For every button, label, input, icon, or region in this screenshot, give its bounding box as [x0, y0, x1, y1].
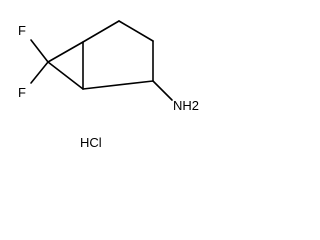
fluorine-top-label: F: [18, 23, 26, 38]
hydrochloride-label: HCl: [80, 135, 102, 150]
bond-c1-c2: [82, 20, 120, 43]
chemical-structure: F F NH2 HCl: [18, 20, 199, 150]
fluorine-bottom-label: F: [18, 85, 26, 100]
bond-c4-n: [152, 80, 173, 101]
bond-cf2-f-top: [30, 39, 49, 63]
bond-c4-c5: [82, 80, 154, 90]
bond-cf2-f-bottom: [30, 61, 49, 84]
amine-label: NH2: [173, 98, 199, 113]
bond-c2-c3: [118, 20, 154, 42]
bond-cf2-c1: [47, 41, 84, 63]
bond-cf2-c5: [47, 61, 84, 90]
